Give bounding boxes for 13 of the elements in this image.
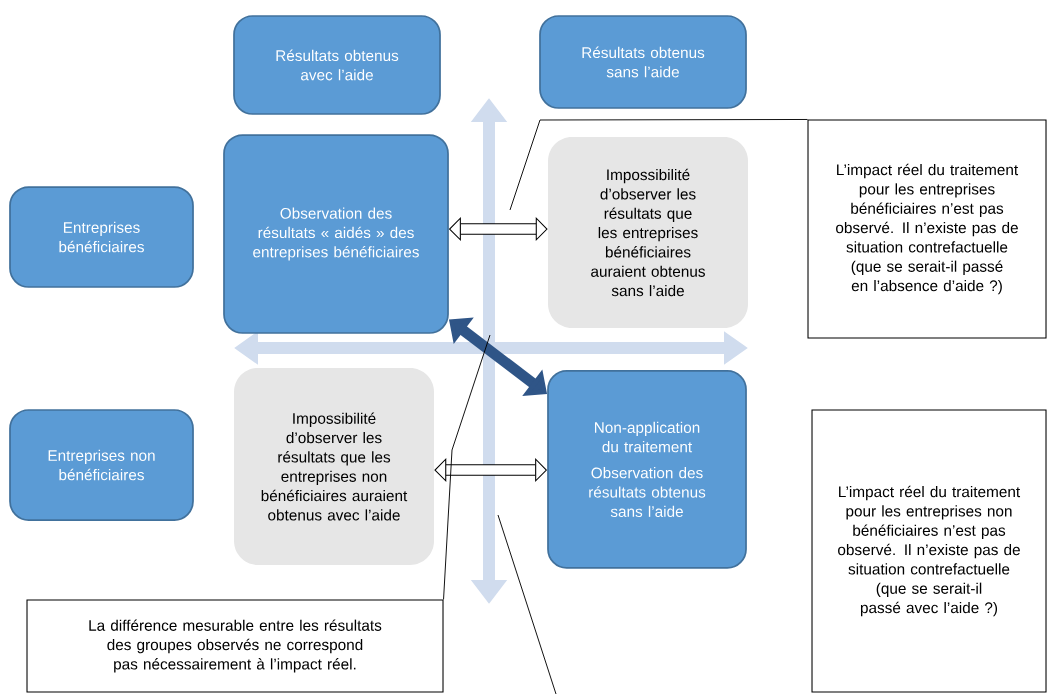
callout-box: L’impact réel du traitement pour les entreprises non bénéficiaires n’est pas observé. Il n’existe pas de situation contrefactuelle (que se serait-il passé avec l’aide ?) [811,409,1047,693]
process-box: Résultats obtenus avec l’aide [233,15,441,115]
callout-box: L’impact réel du traitement pour les entreprises bénéficiaires n’est pas observé. Il n’existe pas de situation contrefactuelle (que se serait-il passé en l’absence d’aide ?) [807,119,1047,339]
rounded-box: Impossibilité d’observer les résultats que les entreprises bénéficiaires auraient obtenus sans l’aide [548,137,748,328]
leader-line [509,119,808,211]
callout-box: La différence mesurable entre les résultats des groupes observés ne correspond pas nécessairement à l’impact réel. [26,599,444,693]
process-box: Non-application du traitement Observation des résultats obtenus sans l’aide [547,370,747,569]
rounded-box: Impossibilité d’observer les résultats que les entreprises non bénéficiaires auraient obtenus avec l’aide [234,368,434,565]
process-box: Résultats obtenus sans l’aide [539,15,747,109]
process-box: Observation des résultats « aidés » des entreprises bénéficiaires [223,134,449,334]
process-box: Entreprises non bénéficiaires [9,409,194,521]
leader-line [443,334,491,600]
process-box: Entreprises bénéficiaires [9,186,194,288]
